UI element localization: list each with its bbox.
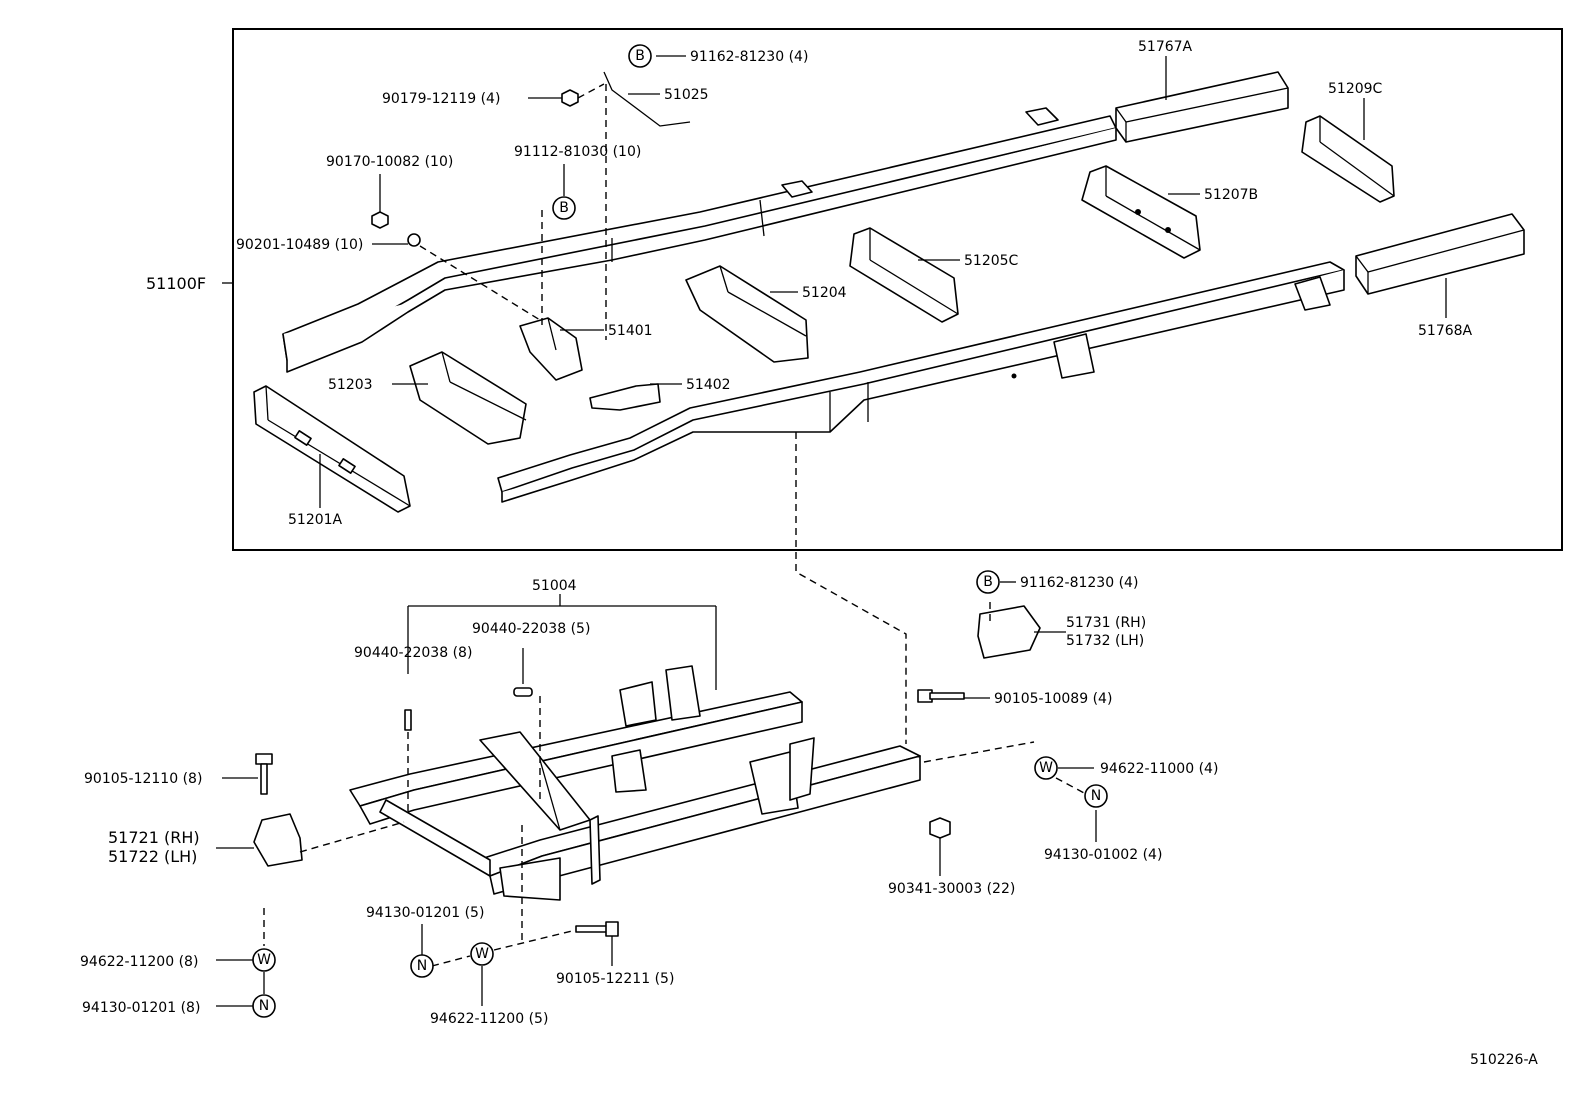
svg-text:W: W bbox=[257, 952, 271, 968]
svg-text:B: B bbox=[635, 48, 645, 64]
svg-text:W: W bbox=[1039, 760, 1053, 776]
callout-94130-01201-5: 94130-01201 (5) bbox=[366, 905, 484, 921]
part-51025 bbox=[603, 71, 691, 127]
marker-bolt-top: B bbox=[628, 44, 652, 68]
svg-text:B: B bbox=[559, 200, 569, 216]
callout-94622-11000: 94622-11000 (4) bbox=[1100, 761, 1218, 777]
part-51209C bbox=[1301, 115, 1395, 203]
part-51767A bbox=[1115, 71, 1289, 143]
callout-51732: 51732 (LH) bbox=[1066, 633, 1144, 649]
marker-bolt-mid: B bbox=[552, 196, 576, 220]
callout-51767A: 51767A bbox=[1138, 39, 1193, 55]
bolt-90105-12211 bbox=[575, 921, 619, 937]
part-51203 bbox=[409, 351, 527, 445]
marker-washer-bottom: W bbox=[470, 942, 494, 966]
bolt-90105-12110 bbox=[255, 753, 273, 795]
frame-assembly-label: 51100F bbox=[146, 274, 206, 293]
marker-nut-left: N bbox=[252, 994, 276, 1018]
callout-51203: 51203 bbox=[328, 377, 373, 393]
marker-nut-bottom: N bbox=[410, 954, 434, 978]
callout-51401: 51401 bbox=[608, 323, 653, 339]
callout-51402: 51402 bbox=[686, 377, 731, 393]
rivet-90440-8 bbox=[404, 709, 412, 731]
nut-90341 bbox=[929, 817, 951, 839]
part-51402 bbox=[589, 383, 661, 411]
marker-washer-left: W bbox=[252, 948, 276, 972]
callout-51204: 51204 bbox=[802, 285, 847, 301]
marker-washer-right: W bbox=[1034, 756, 1058, 780]
callout-94622-11200-8: 94622-11200 (8) bbox=[80, 954, 198, 970]
part-51401 bbox=[519, 317, 583, 381]
callout-51721: 51721 (RH) bbox=[108, 828, 200, 847]
part-51004-subframe bbox=[349, 665, 921, 901]
nut-90170 bbox=[371, 211, 389, 229]
callout-90440-5: 90440-22038 (5) bbox=[472, 621, 590, 637]
callout-90105-10089: 90105-10089 (4) bbox=[994, 691, 1112, 707]
callout-51207B: 51207B bbox=[1204, 187, 1258, 203]
callout-94130-01201-8: 94130-01201 (8) bbox=[82, 1000, 200, 1016]
part-51204 bbox=[685, 265, 809, 363]
callout-90179: 90179-12119 (4) bbox=[382, 91, 500, 107]
callout-90440-8: 90440-22038 (8) bbox=[354, 645, 472, 661]
svg-text:W: W bbox=[475, 946, 489, 962]
part-51768A bbox=[1355, 213, 1525, 295]
callout-51768A: 51768A bbox=[1418, 323, 1473, 339]
callout-51205C: 51205C bbox=[964, 253, 1019, 269]
svg-text:N: N bbox=[1091, 788, 1101, 804]
callout-51209C: 51209C bbox=[1328, 81, 1383, 97]
diagram-code: 510226-A bbox=[1470, 1052, 1538, 1068]
callout-51025: 51025 bbox=[664, 87, 709, 103]
part-51205C bbox=[849, 227, 959, 323]
callout-51201A: 51201A bbox=[288, 512, 343, 528]
bolt-90105-10089 bbox=[917, 689, 965, 703]
svg-text:N: N bbox=[417, 958, 427, 974]
rivet-90440-5 bbox=[513, 687, 533, 697]
part-51731-51732 bbox=[977, 605, 1041, 659]
svg-text:N: N bbox=[259, 998, 269, 1014]
callout-51722: 51722 (LH) bbox=[108, 847, 197, 866]
callout-90170: 90170-10082 (10) bbox=[326, 154, 453, 170]
callout-91162-top: 91162-81230 (4) bbox=[690, 49, 808, 65]
right-side-rail bbox=[497, 261, 1345, 503]
callout-90105-12211: 90105-12211 (5) bbox=[556, 971, 674, 987]
svg-text:B: B bbox=[983, 574, 993, 590]
callout-91112: 91112-81030 (10) bbox=[514, 144, 641, 160]
callout-90105-12110: 90105-12110 (8) bbox=[84, 771, 202, 787]
callout-94130-01002: 94130-01002 (4) bbox=[1044, 847, 1162, 863]
nut-90179 bbox=[561, 89, 579, 107]
callout-90341: 90341-30003 (22) bbox=[888, 881, 1015, 897]
callout-90201: 90201-10489 (10) bbox=[236, 237, 363, 253]
marker-nut-right: N bbox=[1084, 784, 1108, 808]
part-51201A bbox=[253, 385, 411, 513]
callout-91162-bottom: 91162-81230 (4) bbox=[1020, 575, 1138, 591]
callout-51004: 51004 bbox=[532, 578, 577, 594]
marker-bolt-bottom: B bbox=[976, 570, 1000, 594]
callout-94622-11200-5: 94622-11200 (5) bbox=[430, 1011, 548, 1027]
frame-assembly-box bbox=[232, 28, 1563, 551]
washer-90201 bbox=[407, 233, 421, 247]
part-51721-51722 bbox=[253, 813, 303, 867]
callout-51731: 51731 (RH) bbox=[1066, 615, 1146, 631]
